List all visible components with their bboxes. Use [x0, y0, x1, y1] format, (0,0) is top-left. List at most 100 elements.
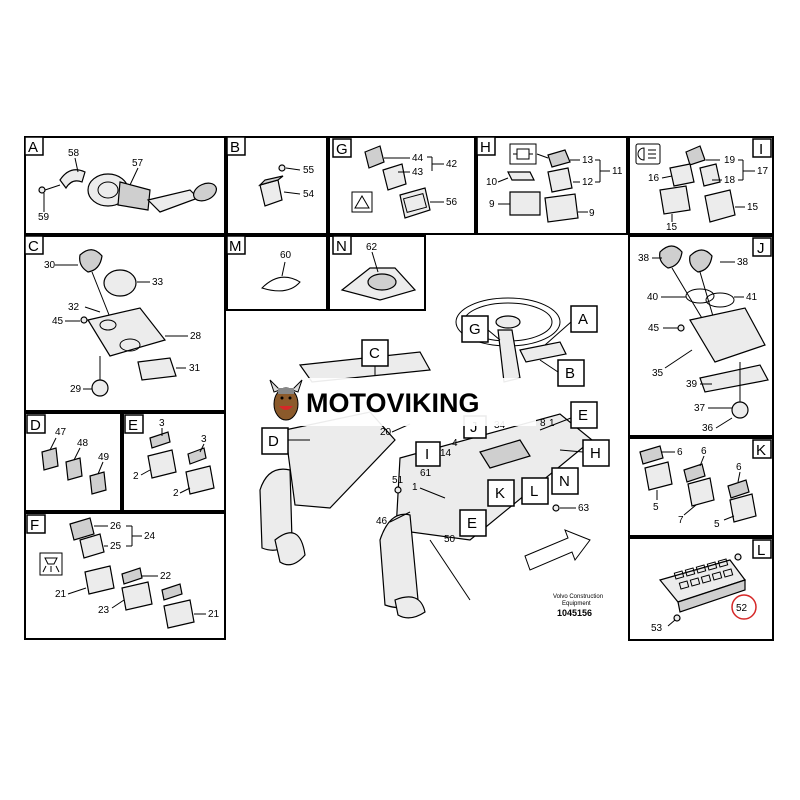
panel-i: I 19 18 17 16 15 15 — [635, 138, 772, 233]
part-label: 31 — [189, 363, 201, 374]
part-label: 57 — [132, 158, 144, 169]
callout-n: N — [559, 473, 570, 490]
multifunction-switch-body — [117, 181, 151, 211]
watermark-text: MOTOVIKING — [306, 388, 480, 418]
switch-grid — [673, 558, 734, 590]
panel-m-tag: M — [229, 238, 242, 255]
part-label: 41 — [746, 292, 758, 303]
maker-line-1: Volvo Construction — [553, 594, 603, 600]
part-label: 6 — [677, 447, 683, 458]
work-light-icon — [39, 552, 63, 576]
part-label: 1 — [549, 418, 555, 429]
part-label: 33 — [152, 277, 164, 288]
panel-f: F 26 25 24 22 21 23 21 — [26, 514, 220, 629]
part-label: 26 — [110, 521, 122, 532]
part-label: 5 — [714, 519, 720, 530]
hazard-switch-cap — [364, 145, 385, 169]
part-label: 9 — [489, 199, 495, 210]
highlight-ring — [731, 594, 757, 620]
part-label: 36 — [702, 423, 714, 434]
panel-j: J 38 38 40 41 45 35 39 37 36 — [638, 237, 772, 434]
part-label: 2 — [133, 471, 139, 482]
part-label: 15 — [666, 222, 678, 233]
part-label: 6 — [701, 446, 707, 457]
callout-e-lower: E — [467, 515, 477, 532]
part-label: 35 — [652, 368, 664, 379]
joystick-knob — [79, 249, 103, 273]
part-label: 25 — [110, 541, 122, 552]
part-label: 12 — [582, 177, 594, 188]
part-label: 63 — [578, 503, 590, 514]
panel-n-tag: N — [336, 238, 347, 255]
part-label: 24 — [144, 531, 156, 542]
callout-i: I — [425, 446, 429, 463]
part-label: 46 — [376, 516, 388, 527]
panel-c-tag: C — [28, 238, 39, 255]
part-label: 44 — [412, 153, 424, 164]
panel-m: M 60 — [226, 235, 301, 292]
part-label: 38 — [737, 257, 749, 268]
part-label: 14 — [440, 448, 452, 459]
part-label: 47 — [55, 427, 67, 438]
part-label: 2 — [173, 488, 179, 499]
panel-a: A 58 57 59 — [24, 136, 217, 223]
part-label: 32 — [68, 302, 80, 313]
part-label: 10 — [486, 177, 498, 188]
part-label: 48 — [77, 438, 89, 449]
part-label: 59 — [38, 212, 50, 223]
part-label: 15 — [747, 202, 759, 213]
part-label: 42 — [446, 159, 458, 170]
cable-tie — [261, 276, 301, 292]
panel-k-tag: K — [756, 442, 766, 459]
panel-d: D 47 48 49 — [26, 414, 110, 495]
part-label: 3 — [159, 418, 165, 429]
panel-b-tag: B — [230, 139, 240, 156]
part-label: 43 — [412, 167, 424, 178]
part-label: 11 — [612, 166, 623, 177]
part-label: 40 — [647, 292, 659, 303]
main-callouts: G A C B J E D I K L N H E — [261, 305, 610, 537]
viking-mascot-logo — [269, 379, 303, 421]
panel-i-tag: I — [759, 141, 763, 158]
panel-l: L 52 53 — [651, 539, 772, 634]
part-label: 53 — [651, 623, 663, 634]
panel-g: G 44 43 42 56 — [332, 138, 458, 219]
part-label: 22 — [160, 571, 172, 582]
panel-b: B 55 54 — [226, 136, 315, 207]
main-assembly — [259, 297, 593, 619]
callout-d: D — [268, 433, 279, 450]
part-label: 9 — [589, 208, 595, 219]
part-label: 38 — [638, 253, 650, 264]
part-label: 55 — [303, 165, 315, 176]
front-direction-arrow — [524, 529, 591, 571]
part-label: 4 — [452, 438, 458, 449]
part-label: 52 — [736, 603, 748, 614]
part-label: 5 — [653, 502, 659, 513]
maker-line-2: Equipment — [562, 601, 591, 607]
part-label: 60 — [280, 250, 292, 261]
callout-c: C — [369, 345, 380, 362]
callout-b: B — [565, 365, 575, 382]
part-label: 28 — [190, 331, 202, 342]
panel-d-tag: D — [30, 417, 41, 434]
panel-h-tag: H — [480, 139, 491, 156]
callout-g: G — [469, 321, 481, 338]
panel-g-tag: G — [336, 141, 348, 158]
part-label: 39 — [686, 379, 698, 390]
part-label: 7 — [678, 515, 684, 526]
part-label: 18 — [724, 175, 736, 186]
left-console — [284, 411, 396, 509]
document-number: 1045156 — [557, 608, 592, 618]
part-label: 50 — [444, 534, 456, 545]
callout-j: J — [470, 419, 478, 436]
panel-n: N 62 — [332, 235, 417, 301]
callout-e: E — [578, 407, 588, 424]
part-label: 61 — [420, 468, 432, 479]
part-label: 17 — [757, 166, 769, 177]
part-label: 30 — [44, 260, 56, 271]
part-label: 56 — [446, 197, 458, 208]
part-label: 62 — [366, 242, 378, 253]
panel-c: C 30 33 32 45 28 31 29 — [24, 235, 202, 397]
callout-k: K — [495, 485, 505, 502]
